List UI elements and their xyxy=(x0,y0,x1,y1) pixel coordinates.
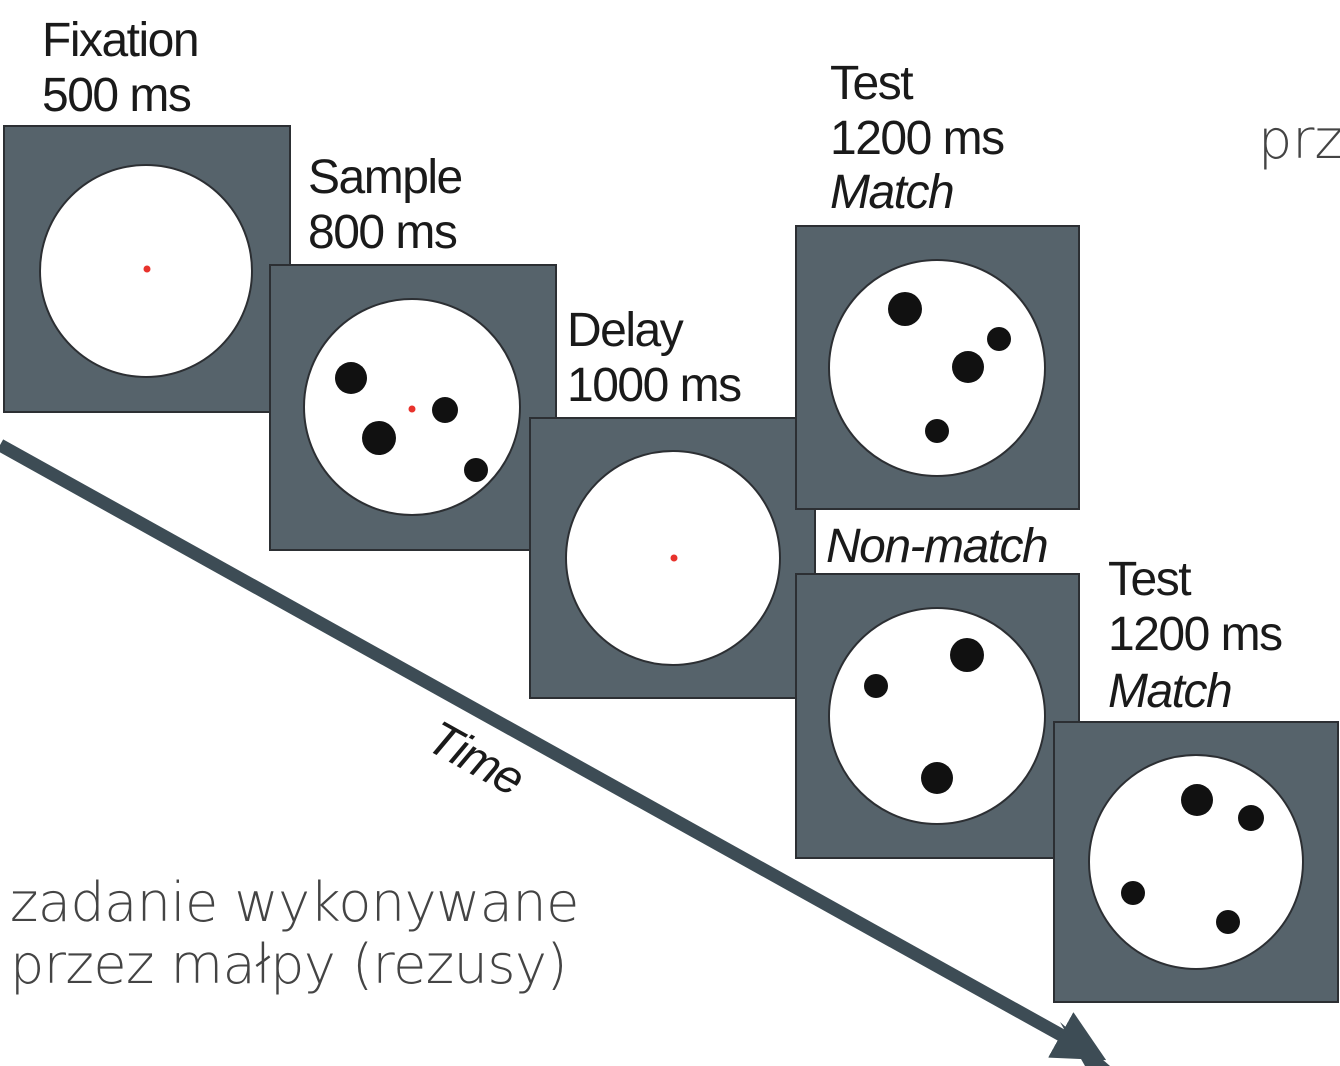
test-match-panel xyxy=(795,225,1080,510)
caption-line-1: zadanie wykonywane xyxy=(10,871,579,934)
fixation-panel xyxy=(3,125,291,413)
sample-label: Sample xyxy=(308,151,462,204)
caption: zadanie wykonywane przez małpy (rezusy) xyxy=(10,872,579,996)
test-dot xyxy=(950,638,984,672)
test-duration: 1200 ms xyxy=(830,112,1004,165)
sample-dot xyxy=(335,362,367,394)
delay-label: Delay xyxy=(567,304,684,357)
fixation-label: Fixation xyxy=(42,14,198,67)
test-dot xyxy=(925,419,949,443)
time-arrow-head xyxy=(1060,1022,1110,1066)
match-label: Match xyxy=(830,166,953,219)
time-arrow xyxy=(0,439,1107,1061)
fixation-point xyxy=(408,405,416,413)
test-label: Test xyxy=(830,57,913,110)
sample-panel xyxy=(269,264,557,551)
sample-dot xyxy=(464,458,488,482)
sample-dot xyxy=(362,421,396,455)
sample-duration: 800 ms xyxy=(308,206,457,259)
sample-dot xyxy=(432,397,458,423)
test-dot xyxy=(1238,805,1264,831)
caption-line-2: przez małpy (rezusy) xyxy=(10,933,568,996)
test-dot xyxy=(987,327,1011,351)
fixation-point xyxy=(143,265,151,273)
fixation-point xyxy=(670,554,678,562)
delay-duration: 1000 ms xyxy=(567,359,741,412)
test-dot xyxy=(1121,881,1145,905)
non-match-label: Non-match xyxy=(826,520,1047,573)
match-label-2: Match xyxy=(1108,665,1231,718)
truncated-heading-text: prz xyxy=(1258,108,1340,171)
test-nonmatch-panel xyxy=(795,573,1080,859)
test-dot xyxy=(864,674,888,698)
test-dot xyxy=(952,351,984,383)
test-dot xyxy=(921,762,953,794)
test-dot xyxy=(1216,910,1240,934)
test-label-2: Test xyxy=(1108,553,1191,606)
test-dot xyxy=(1181,784,1213,816)
delay-panel xyxy=(529,417,816,699)
fixation-duration: 500 ms xyxy=(42,69,191,122)
test-duration-2: 1200 ms xyxy=(1108,608,1282,661)
test-match-panel-2 xyxy=(1053,721,1339,1003)
test-dot xyxy=(888,292,922,326)
